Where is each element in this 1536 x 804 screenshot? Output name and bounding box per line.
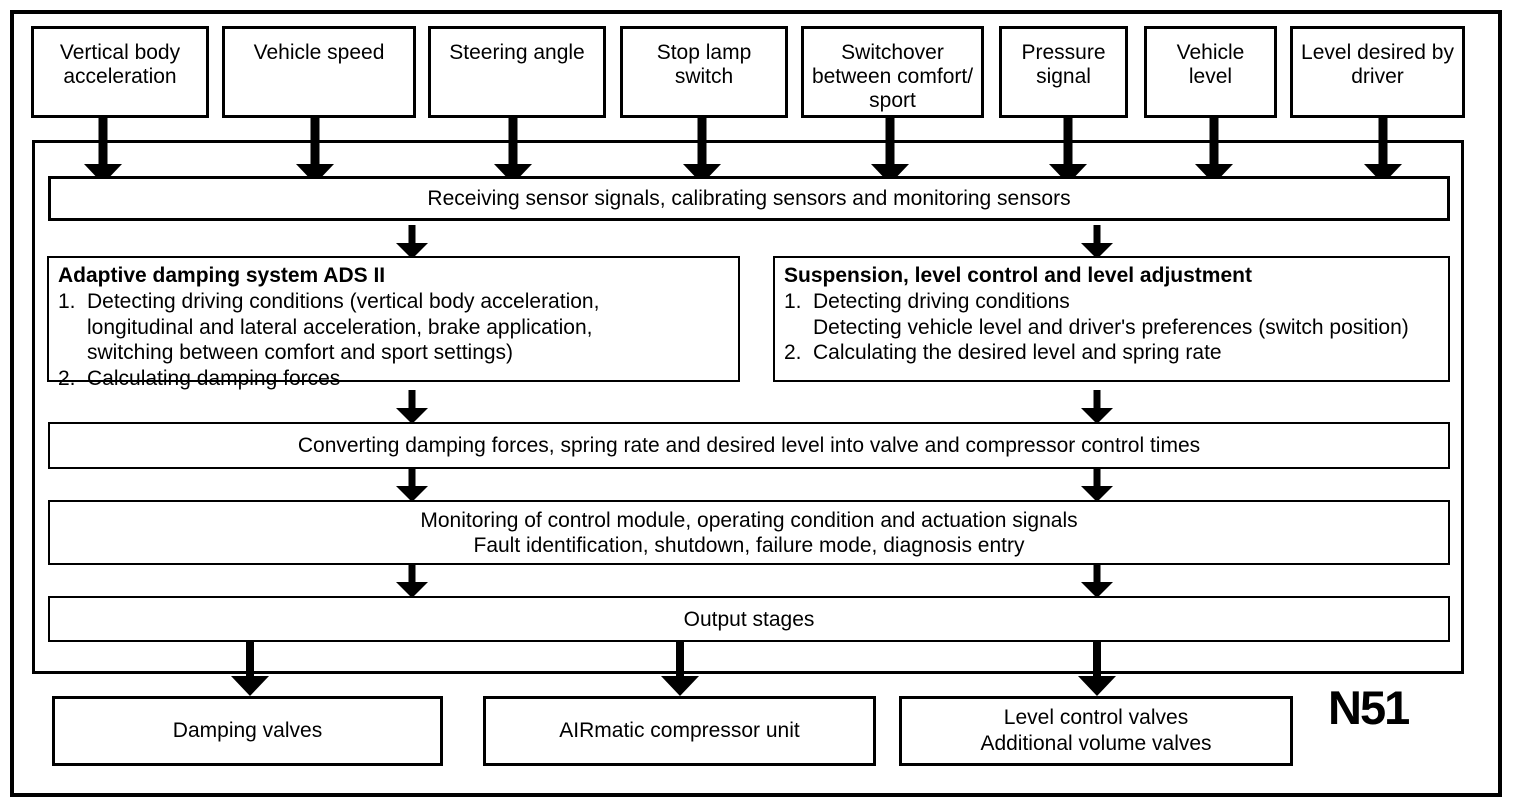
ads-box: Adaptive damping system ADS II 1. Detect… — [47, 256, 740, 390]
ads-title: Adaptive damping system ADS II — [58, 264, 386, 287]
input-box-level-desired-by-driver: Level desired by driver — [1290, 26, 1465, 118]
suspension-item: 1. Detecting driving conditions Detectin… — [784, 289, 1440, 340]
receiving-sensors-label: Receiving sensor signals, calibrating se… — [427, 187, 1071, 210]
converting-label: Converting damping forces, spring rate a… — [297, 434, 1201, 457]
list-number: 1. — [58, 290, 76, 313]
suspension-title: Suspension, level control and level adju… — [784, 264, 1252, 287]
output-stages-label: Output stages — [683, 607, 815, 631]
list-number: 2. — [784, 341, 802, 364]
input-box-pressure-signal: Pressure signal — [999, 26, 1128, 118]
arrow-down-icon — [1081, 225, 1113, 259]
suspension-item: 2. Calculating the desired level and spr… — [784, 340, 1440, 366]
input-box-vehicle-speed: Vehicle speed — [222, 26, 416, 118]
input-label: signal — [1036, 65, 1091, 88]
ads-item: 2. Calculating damping forces — [58, 366, 730, 392]
input-label: switch — [674, 65, 734, 88]
input-label: Vertical body — [59, 41, 181, 64]
arrow-down-icon — [296, 118, 334, 184]
output-stages-bar: Output stages — [48, 596, 1450, 642]
ads-item-line: Calculating damping forces — [87, 366, 341, 390]
input-label: Pressure — [1021, 41, 1106, 64]
output-label: Additional volume valves — [980, 732, 1212, 755]
arrow-down-icon — [1081, 390, 1113, 424]
arrow-down-icon — [231, 642, 269, 696]
arrow-down-icon — [84, 118, 122, 184]
input-label: Level desired by — [1301, 41, 1454, 64]
arrow-down-icon — [396, 564, 428, 598]
module-label-n51: N51 — [1328, 681, 1410, 734]
input-label: Vehicle speed — [253, 41, 385, 64]
output-box-airmatic-compressor-unit: AIRmatic compressor unit — [483, 696, 876, 766]
list-number: 2. — [58, 366, 76, 390]
input-box-vehicle-level: Vehicle level — [1144, 26, 1277, 118]
input-label: Switchover — [841, 41, 944, 64]
ads-item-line: longitudinal and lateral acceleration, b… — [87, 315, 593, 339]
control-module-container — [32, 140, 1464, 674]
input-label: Vehicle — [1176, 41, 1245, 64]
arrow-down-icon — [683, 118, 721, 184]
input-box-vertical-body-acceleration: Vertical body acceleration — [31, 26, 209, 118]
arrow-down-icon — [1078, 642, 1116, 696]
ads-item: 1. Detecting driving conditions (vertica… — [58, 289, 730, 366]
arrow-down-icon — [871, 118, 909, 184]
arrow-down-icon — [494, 118, 532, 184]
ads-item-line: Detecting driving conditions (vertical b… — [87, 290, 600, 313]
suspension-item-line: Detecting vehicle level and driver's pre… — [813, 315, 1409, 339]
monitoring-bar: Monitoring of control module, operating … — [48, 500, 1450, 565]
input-box-stop-lamp-switch: Stop lamp switch — [620, 26, 788, 118]
input-label: acceleration — [63, 65, 177, 88]
arrow-down-icon — [396, 225, 428, 259]
receiving-sensors-bar: Receiving sensor signals, calibrating se… — [48, 176, 1450, 221]
suspension-box: Suspension, level control and level adju… — [773, 256, 1450, 382]
arrow-down-icon — [1081, 564, 1113, 598]
output-label: Level control valves — [1003, 706, 1189, 729]
converting-bar: Converting damping forces, spring rate a… — [48, 422, 1450, 469]
output-box-level-control-valves: Level control valves Additional volume v… — [899, 696, 1293, 766]
output-box-damping-valves: Damping valves — [52, 696, 443, 766]
input-label: sport — [869, 89, 916, 112]
arrow-down-icon — [396, 468, 428, 502]
input-box-steering-angle: Steering angle — [428, 26, 606, 118]
input-box-switchover-comfort-sport: Switchover between comfort/ sport — [801, 26, 984, 118]
input-label: driver — [1351, 65, 1404, 88]
monitoring-line: Fault identification, shutdown, failure … — [473, 533, 1025, 557]
monitoring-line: Monitoring of control module, operating … — [420, 508, 1078, 532]
input-label: between comfort/ — [811, 65, 974, 88]
ads-item-line: switching between comfort and sport sett… — [87, 341, 514, 364]
input-label: Steering angle — [449, 41, 585, 64]
list-number: 1. — [784, 290, 802, 313]
suspension-item-line: Calculating the desired level and spring… — [813, 341, 1222, 364]
output-label: AIRmatic compressor unit — [559, 719, 800, 742]
arrow-down-icon — [396, 390, 428, 424]
input-label: level — [1188, 65, 1233, 88]
suspension-item-line: Detecting driving conditions — [813, 290, 1070, 313]
output-label: Damping valves — [172, 719, 323, 742]
arrow-down-icon — [1195, 118, 1233, 184]
arrow-down-icon — [1049, 118, 1087, 184]
arrow-down-icon — [661, 642, 699, 696]
input-label: Stop lamp — [656, 41, 752, 64]
arrow-down-icon — [1364, 118, 1402, 184]
arrow-down-icon — [1081, 468, 1113, 502]
